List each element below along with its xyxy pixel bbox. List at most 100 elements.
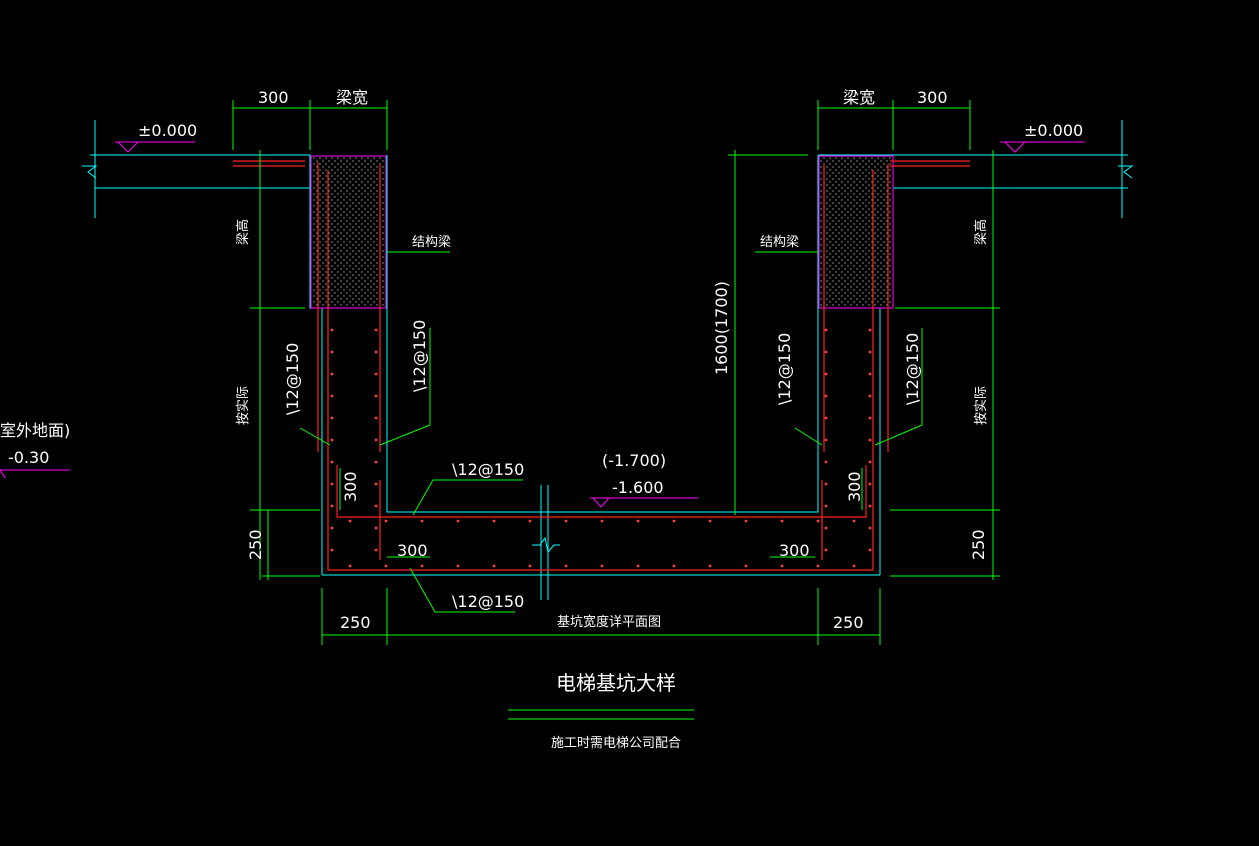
rebar-section-dot	[330, 460, 334, 464]
rebar-section-dot	[824, 548, 828, 552]
rebar-section-dot	[672, 564, 676, 568]
dim-beam-height-right: 梁高	[973, 219, 989, 245]
rebar-section-dot	[868, 372, 872, 376]
rebar-section-dot	[824, 504, 828, 508]
rebar-section-dot	[420, 519, 424, 523]
rebar-section-dot	[824, 526, 828, 530]
rebar-section-dot	[824, 438, 828, 442]
rebar-section-dot	[780, 519, 784, 523]
label-beam-right: 结构梁	[760, 235, 799, 250]
rebar-section-dot	[330, 526, 334, 530]
plan-note: 基坑宽度详平面图	[557, 614, 661, 630]
rebar-bar-sections	[330, 328, 872, 568]
dim-top-right-300: 300	[917, 88, 948, 107]
rebar-section-dot	[374, 372, 378, 376]
rebar-section-dot	[600, 519, 604, 523]
drawing-note: 施工时需电梯公司配合	[551, 736, 681, 751]
rebar-section-dot	[868, 328, 872, 332]
rebar-section-dot	[744, 564, 748, 568]
rebar-section-dot	[780, 564, 784, 568]
rebar-label-left-inner: \12@150	[410, 320, 429, 392]
rebar-section-dot	[374, 328, 378, 332]
rebar-section-dot	[330, 438, 334, 442]
rebar-section-dot	[868, 548, 872, 552]
rebar-section-dot	[816, 519, 820, 523]
rebar-section-dot	[492, 519, 496, 523]
rebar-section-dot	[636, 564, 640, 568]
rebar-section-dot	[564, 519, 568, 523]
rebar-section-dot	[330, 548, 334, 552]
rebar-section-dot	[600, 564, 604, 568]
right-structural-beam	[818, 155, 894, 309]
outdoor-level-label: 室外地面)	[0, 421, 70, 440]
rebar-section-dot	[868, 416, 872, 420]
rebar-label-right-inner: \12@150	[775, 333, 794, 405]
rebar-label-right-outer: \12@150	[903, 333, 922, 405]
rebar-section-dot	[374, 350, 378, 354]
rebar-section-dot	[852, 519, 856, 523]
rebar-section-dot	[672, 519, 676, 523]
rebar-lines	[233, 160, 970, 571]
rebar-section-dot	[824, 372, 828, 376]
rebar-section-dot	[330, 328, 334, 332]
rebar-section-dot	[330, 504, 334, 508]
dim-250-left-vertical: 250	[246, 529, 265, 560]
rebar-section-dot	[868, 504, 872, 508]
rebar-section-dot	[824, 416, 828, 420]
rebar-section-dot	[824, 350, 828, 354]
rebar-section-dot	[708, 519, 712, 523]
rebar-section-dot	[330, 372, 334, 376]
rebar-section-dot	[868, 482, 872, 486]
dimension-lines	[232, 100, 1000, 720]
level-pit: -1.600	[612, 478, 664, 497]
pit-structure-outline	[82, 120, 1134, 600]
rebar-section-dot	[384, 519, 388, 523]
left-structural-beam	[310, 155, 387, 309]
rebar-section-dot	[636, 519, 640, 523]
label-beam-left: 结构梁	[412, 235, 451, 250]
rebar-section-dot	[868, 394, 872, 398]
rebar-section-dot	[374, 504, 378, 508]
level-zero-left: ±0.000	[138, 121, 197, 140]
rebar-section-dot	[564, 564, 568, 568]
level-markers	[0, 141, 1085, 508]
rebar-section-dot	[456, 564, 460, 568]
rebar-section-dot	[374, 548, 378, 552]
rebar-section-dot	[456, 519, 460, 523]
rebar-section-dot	[744, 519, 748, 523]
dim-250-bottom-right: 250	[833, 613, 864, 632]
rebar-section-dot	[330, 416, 334, 420]
rebar-label-left-outer: \12@150	[283, 343, 302, 415]
rebar-section-dot	[348, 564, 352, 568]
dim-top-left-beam-width: 梁宽	[336, 88, 368, 107]
rebar-section-dot	[492, 564, 496, 568]
rebar-section-dot	[330, 394, 334, 398]
rebar-label-bottom-slab: \12@150	[452, 592, 524, 611]
dim-by-design-right: 按实际	[974, 386, 989, 425]
dim-300-slab-right: 300	[779, 541, 810, 560]
dim-top-left-300: 300	[258, 88, 289, 107]
dim-by-design-left: 按实际	[236, 386, 251, 425]
rebar-section-dot	[330, 350, 334, 354]
rebar-section-dot	[824, 394, 828, 398]
rebar-section-dot	[374, 526, 378, 530]
rebar-section-dot	[374, 416, 378, 420]
dim-beam-height-left: 梁高	[235, 219, 251, 245]
rebar-section-dot	[420, 564, 424, 568]
dim-300-wall-right: 300	[845, 471, 864, 502]
rebar-section-dot	[816, 564, 820, 568]
rebar-section-dot	[330, 482, 334, 486]
rebar-section-dot	[708, 564, 712, 568]
dim-top-right-beam-width: 梁宽	[843, 88, 875, 107]
rebar-section-dot	[868, 526, 872, 530]
level-zero-right: ±0.000	[1024, 121, 1083, 140]
dim-depth-1600: 1600(1700)	[712, 281, 731, 375]
rebar-section-dot	[868, 350, 872, 354]
rebar-section-dot	[868, 438, 872, 442]
dim-250-bottom-left: 250	[340, 613, 371, 632]
rebar-section-dot	[348, 519, 352, 523]
level-pit-alt: (-1.700)	[602, 451, 666, 470]
rebar-section-dot	[528, 564, 532, 568]
rebar-section-dot	[384, 564, 388, 568]
